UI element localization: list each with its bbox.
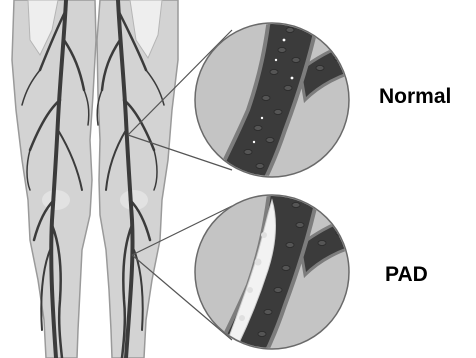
pad-label: PAD <box>385 264 428 285</box>
right-leg <box>97 0 178 358</box>
legs <box>12 0 178 358</box>
normal-label: Normal <box>379 86 451 107</box>
right-knee <box>120 190 148 210</box>
left-knee <box>42 190 70 210</box>
pad-artery-magnifier <box>195 185 360 358</box>
normal-artery-magnifier <box>195 10 360 200</box>
